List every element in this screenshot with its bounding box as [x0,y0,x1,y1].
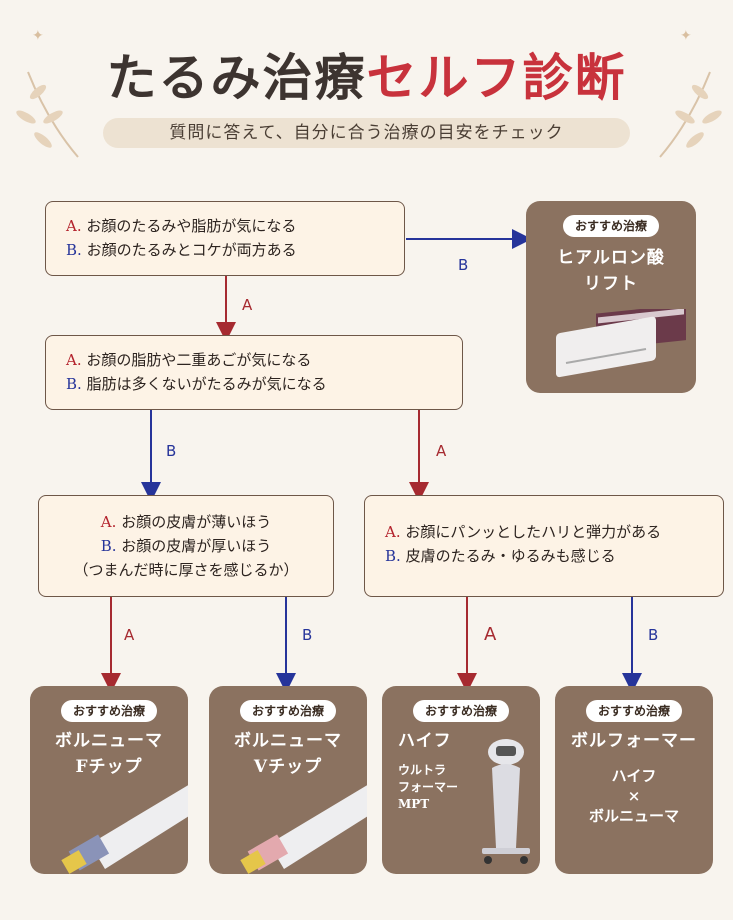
recommendation-card-hyaluronic: おすすめ治療 ヒアルロン酸 リフト [526,201,696,393]
question-box-3: A. お顔の皮膚が薄いほう B. お顔の皮膚が厚いほう （つまんだ時に厚さを感じ… [38,495,334,597]
recommendation-card-volnewmer-v: おすすめ治療 ボルニューマ Vチップ [209,686,367,874]
q3-note: （つまんだ時に厚さを感じるか） [73,561,299,579]
q4-option-a: お顔にパンッとしたハリと弾力がある [405,523,662,541]
question-box-2: A. お顔の脂肪や二重あごが気になる B. 脂肪は多くないがたるみが気になる [45,335,463,410]
q2-option-b: 脂肪は多くないがたるみが気になる [86,375,327,393]
q4-option-b: 皮膚のたるみ・ゆるみも感じる [405,547,616,565]
edge-label-q2-b: B [166,442,177,460]
recommend-badge: おすすめ治療 [562,215,659,237]
q2-option-a: お顔の脂肪や二重あごが気になる [86,351,312,369]
sparkle-icon: ✦ [32,28,44,44]
edge-label-q2-a: A [436,442,447,460]
recommendation-card-hifu: おすすめ治療 ハイフ ウルトラ フォーマー MPT [382,686,540,874]
recommend-badge: おすすめ治療 [239,700,336,722]
recommendation-card-volformer: おすすめ治療 ボルフォーマー ハイフ × ボルニューマ [555,686,713,874]
edge-label-q1-a: A [242,296,253,314]
q3-option-b: お顔の皮膚が厚いほう [121,537,272,555]
question-box-1: A. お顔のたるみや脂肪が気になる B. お顔のたるみとコケが両方ある [45,201,405,276]
title-part1: たるみ治療 [106,48,367,107]
recommend-badge: おすすめ治療 [412,700,509,722]
q3-option-a: お顔の皮膚が薄いほう [121,513,272,531]
q1-option-a: お顔のたるみや脂肪が気になる [86,217,297,235]
recommendation-card-volnewmer-f: おすすめ治療 ボルニューマ Fチップ [30,686,188,874]
edge-label-q4-b: B [648,626,659,644]
page-title: たるみ治療セルフ診断 [0,38,733,110]
title-part2: セルフ診断 [366,48,627,107]
leaf-decoration-right-icon [659,71,722,158]
recommend-badge: おすすめ治療 [585,700,682,722]
edge-label-q3-b: B [302,626,313,644]
recommend-badge: おすすめ治療 [60,700,157,722]
subtitle: 質問に答えて、自分に合う治療の目安をチェック [103,118,630,148]
syringe-product-icon [556,309,686,378]
question-box-4: A. お顔にパンッとしたハリと弾力がある B. 皮膚のたるみ・ゆるみも感じる [364,495,724,597]
edge-label-q4-a: A [484,624,497,645]
q1-option-b: お顔のたるみとコケが両方ある [86,241,297,259]
edge-label-q1-b: B [458,256,469,274]
handpiece-v-icon [240,785,367,874]
sparkle-icon: ✦ [680,28,692,44]
leaf-decoration-left-icon [16,71,79,158]
edge-label-q3-a: A [124,626,135,644]
hifu-machine-icon [482,739,530,864]
handpiece-f-icon [61,785,188,874]
